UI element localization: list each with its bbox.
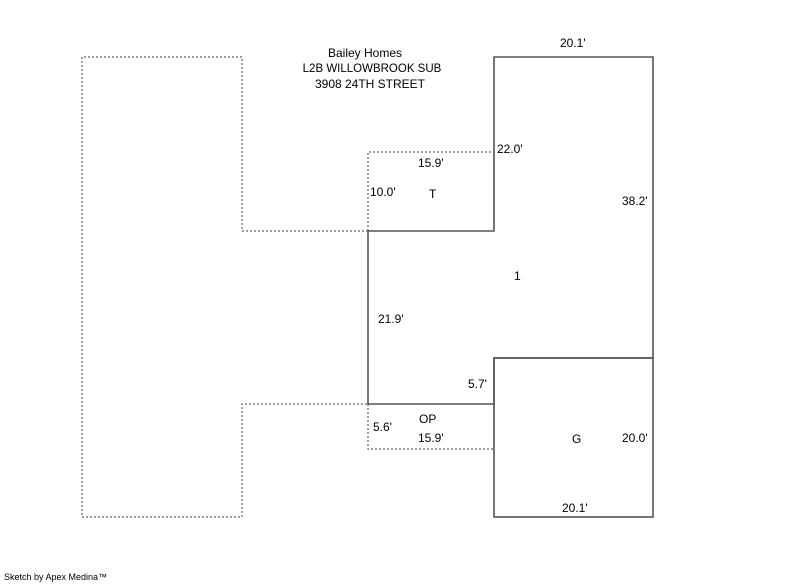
label-garage: G <box>572 432 582 446</box>
dim-main-right: 38.2' <box>622 194 648 208</box>
dim-main-left: 21.9' <box>378 312 404 326</box>
dim-porch-left: 5.6' <box>373 420 392 434</box>
dim-main-step: 22.0' <box>497 142 523 156</box>
label-main: 1 <box>514 269 521 283</box>
dim-terrace-left: 10.0' <box>370 185 396 199</box>
label-porch: OP <box>419 412 437 426</box>
dim-garage-right: 20.0' <box>622 431 648 445</box>
dashed-outline-left <box>81 56 368 518</box>
garage-outline <box>493 357 654 518</box>
footer-credit: Sketch by Apex Medina™ <box>4 572 108 582</box>
dim-porch-bottom: 15.9' <box>418 431 444 445</box>
header-subdivision: L2B WILLOWBROOK SUB <box>302 63 442 75</box>
dim-main-top: 20.1' <box>560 36 586 50</box>
header-owner: Bailey Homes <box>327 46 403 60</box>
dim-garage-bottom: 20.1' <box>562 501 588 515</box>
dim-terrace-top: 15.9' <box>418 156 444 170</box>
label-terrace: T <box>429 187 437 201</box>
main-area-outline <box>367 56 654 405</box>
header-address: 3908 24TH STREET <box>314 77 426 91</box>
dim-porch-top: 5.7' <box>468 377 487 391</box>
